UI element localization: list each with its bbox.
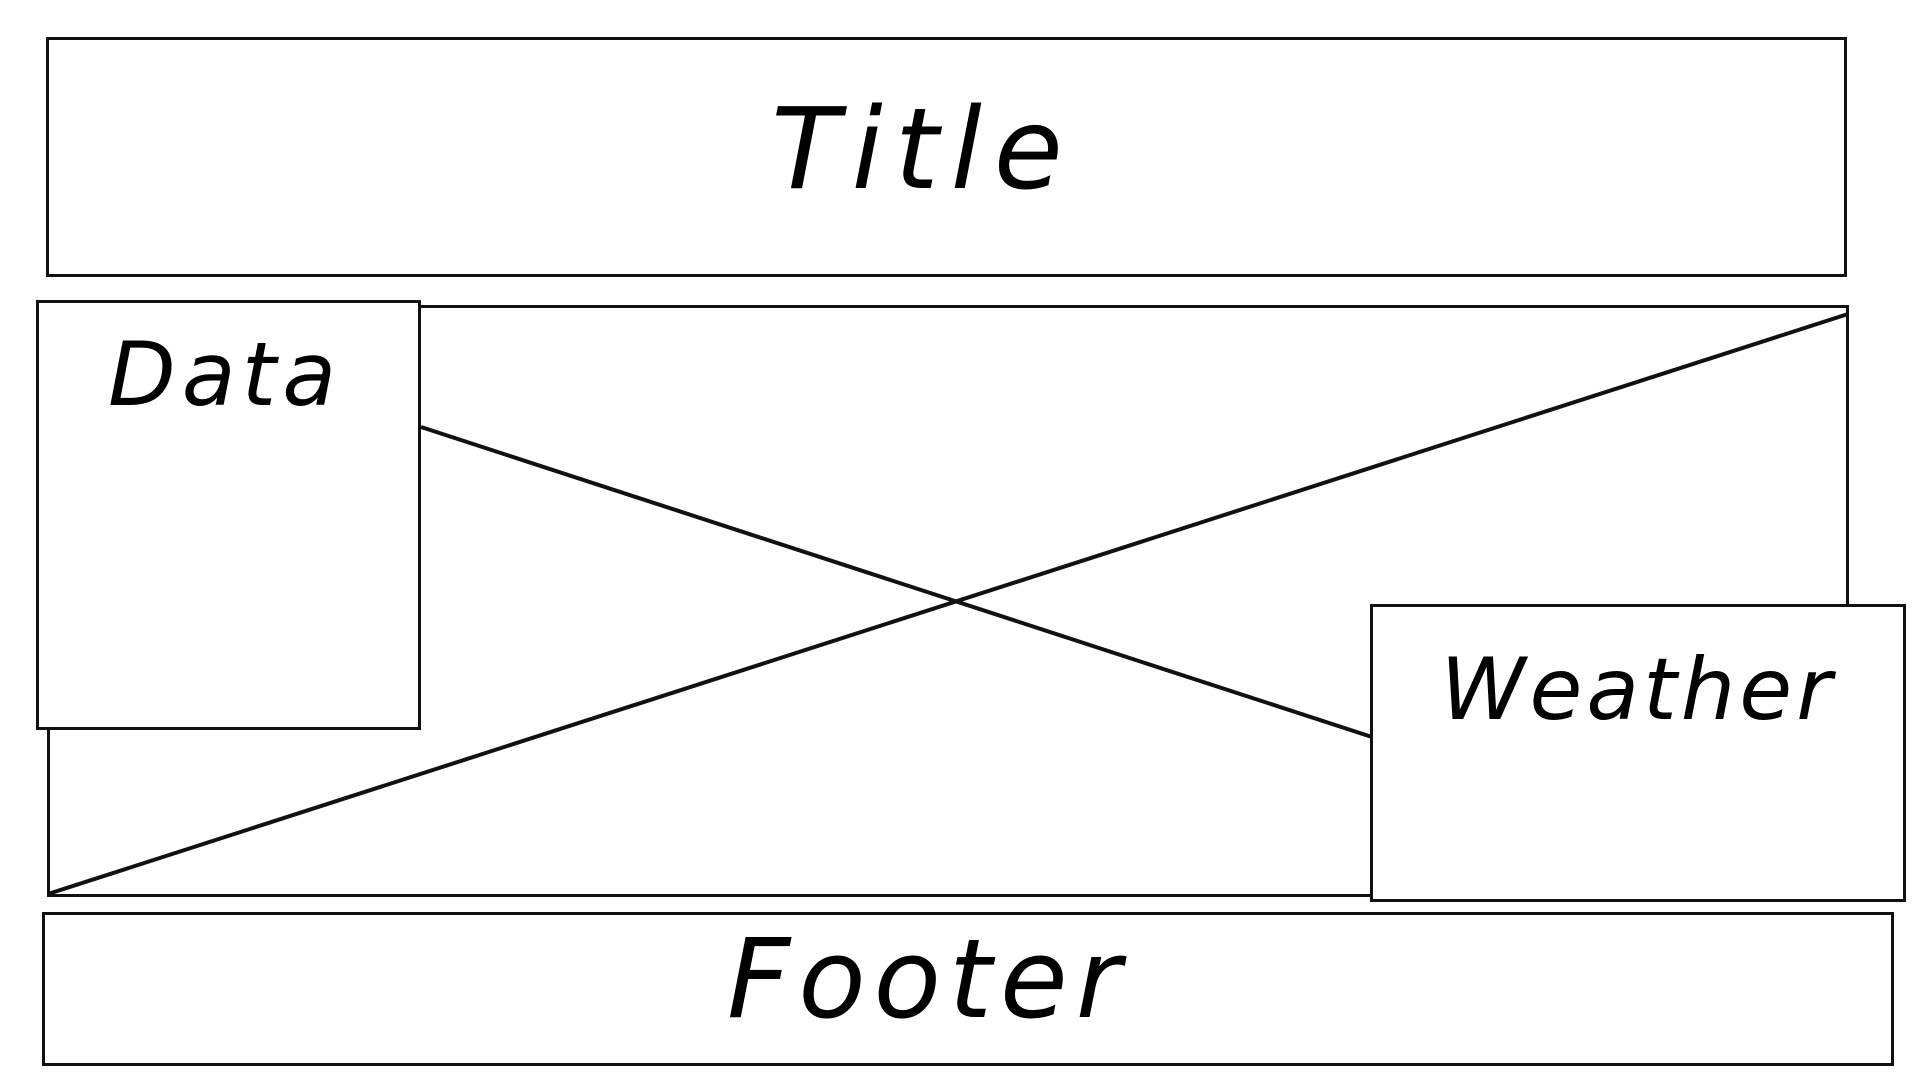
- weather-panel-label: Weather: [1440, 640, 1836, 740]
- weather-panel: [1370, 604, 1906, 902]
- data-panel: [36, 300, 421, 730]
- title-label: Title: [771, 85, 1075, 215]
- title-region: [46, 37, 1847, 277]
- footer-label: Footer: [727, 915, 1129, 1043]
- data-panel-label: Data: [108, 323, 343, 426]
- footer-region: [42, 912, 1894, 1066]
